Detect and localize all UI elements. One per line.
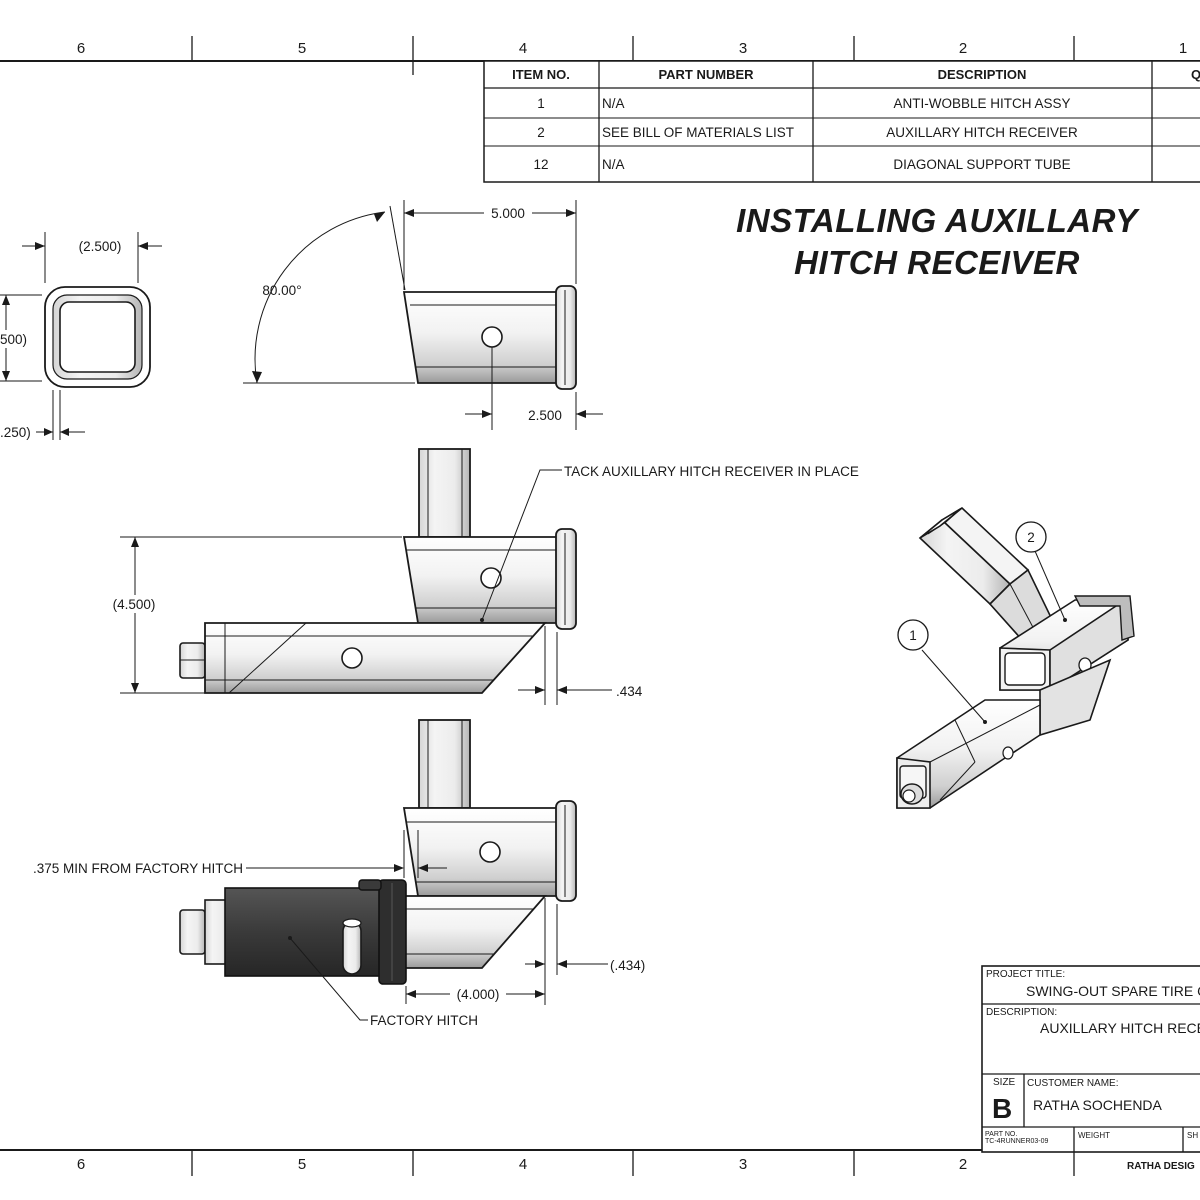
- note-clearance: .375 MIN FROM FACTORY HITCH: [33, 861, 243, 876]
- description-value: AUXILLARY HITCH RECEI: [1040, 1020, 1200, 1036]
- label-customer: CUSTOMER NAME:: [1027, 1078, 1119, 1089]
- title-line-2: HITCH RECEIVER: [794, 244, 1080, 281]
- title-block: PROJECT TITLE: SWING-OUT SPARE TIRE C DE…: [981, 965, 1200, 1172]
- side-view-receiver: 5.000 80.00° 2.500: [243, 200, 603, 430]
- view-tack: TACK AUXILLARY HITCH RECEIVER IN PLACE (…: [105, 448, 859, 705]
- label-part-no: PART NO.: [985, 1131, 1017, 1138]
- bottom-zone-labels: 6 5 4 3 2: [77, 1156, 967, 1173]
- firm-name: RATHA DESIG: [1127, 1161, 1195, 1172]
- dim-engagement: (4.000): [457, 987, 500, 1002]
- dim-wall: .250): [0, 425, 31, 440]
- table-header-qty: Q: [1191, 67, 1200, 82]
- table-header-item: ITEM NO.: [512, 67, 570, 82]
- table-row: 1 N/A ANTI-WOBBLE HITCH ASSY: [537, 96, 1070, 111]
- cell-description: AUXILLARY HITCH RECEIVER: [886, 125, 1078, 140]
- note-factory-hitch: FACTORY HITCH: [370, 1013, 478, 1028]
- cell-item: 2: [537, 125, 545, 140]
- zone-label: 6: [77, 1156, 85, 1173]
- isometric-view: 1 2: [896, 507, 1135, 809]
- zone-label: 3: [739, 1156, 747, 1173]
- dim-hole-offset: 2.500: [528, 408, 562, 423]
- project-title: SWING-OUT SPARE TIRE C: [1026, 983, 1200, 999]
- size-value: B: [992, 1093, 1012, 1124]
- dim-length: 5.000: [491, 206, 525, 221]
- dim-overhang: .434: [616, 684, 643, 699]
- drawing-title: INSTALLING AUXILLARY HITCH RECEIVER: [736, 202, 1140, 281]
- dim-overhang-ref: (.434): [610, 958, 645, 973]
- zone-label: 3: [739, 40, 747, 57]
- zone-label: 6: [77, 40, 85, 57]
- view-factory-hitch: .375 MIN FROM FACTORY HITCH FACTORY HITC…: [33, 719, 645, 1028]
- note-tack: TACK AUXILLARY HITCH RECEIVER IN PLACE: [564, 464, 859, 479]
- label-project-title: PROJECT TITLE:: [986, 969, 1065, 980]
- table-header-description: DESCRIPTION: [938, 67, 1027, 82]
- dim-angle: 80.00°: [262, 283, 301, 298]
- table-row: 12 N/A DIAGONAL SUPPORT TUBE: [533, 157, 1070, 172]
- zone-label: 4: [519, 1156, 527, 1173]
- cell-description: DIAGONAL SUPPORT TUBE: [893, 157, 1070, 172]
- dim-height: (4.500): [113, 597, 156, 612]
- zone-label: 2: [959, 1156, 967, 1173]
- table-header-part-number: PART NUMBER: [658, 67, 754, 82]
- zone-label: 1: [1179, 40, 1187, 57]
- customer-value: RATHA SOCHENDA: [1033, 1097, 1163, 1113]
- cell-item: 1: [537, 96, 545, 111]
- end-view: (2.500) 500) .250): [0, 232, 162, 440]
- table-row: 2 SEE BILL OF MATERIALS LIST AUXILLARY H…: [537, 125, 1078, 140]
- balloon-2: 2: [1027, 530, 1035, 545]
- zone-label: 5: [298, 40, 306, 57]
- title-line-1: INSTALLING AUXILLARY: [736, 202, 1140, 239]
- cell-part-number: N/A: [602, 157, 625, 172]
- label-sheet: SH: [1187, 1131, 1198, 1140]
- zone-label: 4: [519, 40, 527, 57]
- dim-end-height: 500): [0, 332, 27, 347]
- zone-label: 5: [298, 1156, 306, 1173]
- balloon-1: 1: [909, 628, 917, 643]
- parts-table: ITEM NO. PART NUMBER DESCRIPTION Q 1 N/A…: [483, 60, 1200, 183]
- zone-label: 2: [959, 40, 967, 57]
- cell-part-number: N/A: [602, 96, 625, 111]
- cell-part-number: SEE BILL OF MATERIALS LIST: [602, 125, 794, 140]
- cell-item: 12: [533, 157, 548, 172]
- part-no-value: TC-4RUNNER03-09: [985, 1138, 1049, 1145]
- top-zone-labels: 6 5 4 3 2 1: [77, 40, 1187, 57]
- dim-end-width: (2.500): [79, 239, 122, 254]
- label-size: SIZE: [993, 1077, 1016, 1088]
- label-weight: WEIGHT: [1078, 1131, 1110, 1140]
- label-description: DESCRIPTION:: [986, 1007, 1057, 1018]
- cell-description: ANTI-WOBBLE HITCH ASSY: [893, 96, 1070, 111]
